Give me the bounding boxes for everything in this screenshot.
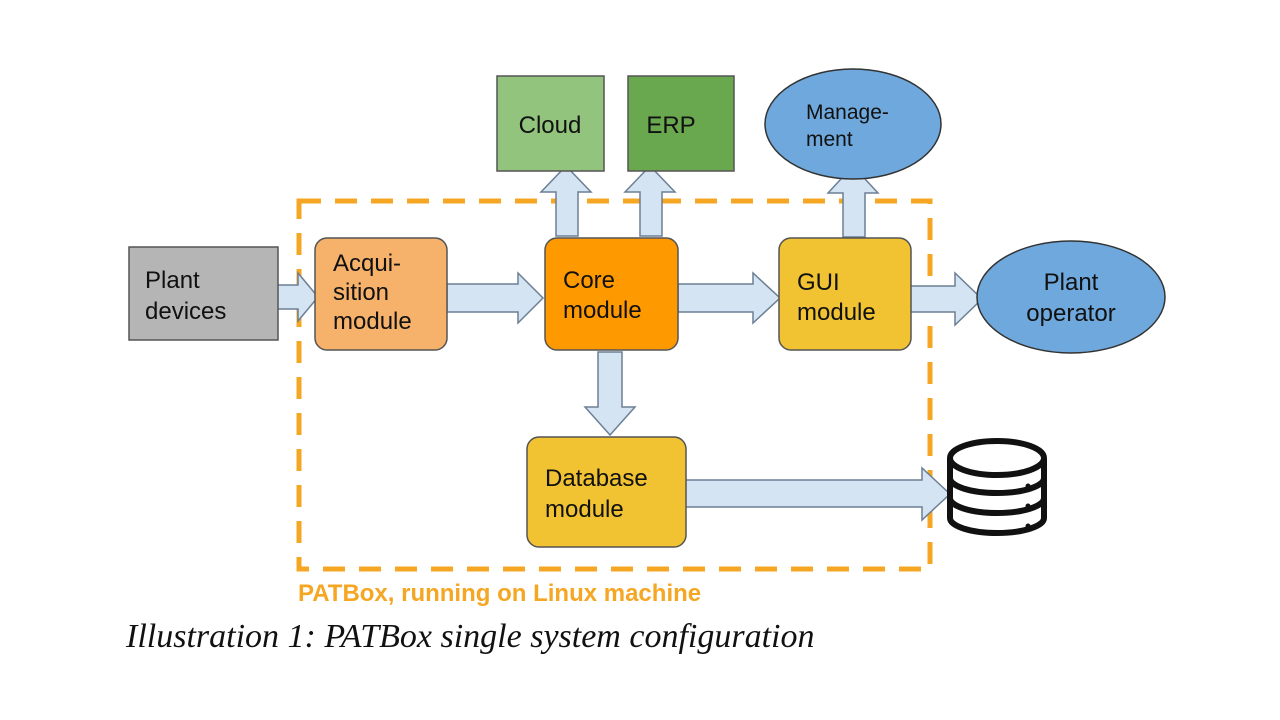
patbox-boundary: [296, 198, 933, 572]
boundary-label: PATBox, running on Linux machine: [298, 580, 702, 607]
management-ellipse: [764, 68, 942, 180]
arrow-gui-to-management: [826, 164, 880, 238]
label-line: Cloud: [519, 112, 582, 139]
core-module-box: [544, 237, 679, 351]
label-line: sition: [333, 279, 389, 306]
erp-box: [627, 75, 735, 172]
arrow-core-to-cloud: [539, 164, 593, 237]
label-line: Acqui-: [333, 250, 401, 277]
arrow-core-to-erp: [623, 164, 677, 237]
arrow-database-to-storage: [675, 466, 952, 522]
arrow-core-to-database: [583, 351, 637, 437]
core-module-label: Core module: [563, 267, 642, 324]
gui-module-label: GUI module: [797, 269, 876, 326]
plant-devices-box: [128, 246, 279, 341]
label-line: operator: [1026, 300, 1115, 327]
label-line: module: [545, 496, 624, 523]
gui-module-box: [778, 237, 912, 351]
acquisition-module-box: [314, 237, 448, 351]
label-line: module: [563, 297, 642, 324]
label-line: devices: [145, 298, 226, 325]
label-line: ment: [806, 128, 853, 151]
label-line: Manage-: [806, 101, 889, 124]
label-line: module: [797, 299, 876, 326]
label-line: Core: [563, 267, 615, 294]
cloud-box: [496, 75, 605, 172]
arrows: [269, 164, 984, 522]
management-label: Manage-ment: [806, 101, 889, 151]
plant-operator-ellipse: [976, 240, 1166, 354]
label-line: Plant: [145, 267, 200, 294]
arrow-acquisition-to-core: [446, 271, 545, 325]
database-cylinder-icon: [947, 438, 1047, 536]
erp-label: ERP: [646, 112, 695, 139]
label-line: Database: [545, 465, 648, 492]
database-module-box: [526, 436, 687, 548]
arrow-gui-to-operator: [905, 271, 984, 327]
arrow-core-to-gui: [677, 271, 782, 325]
database-module-label: Database module: [545, 465, 648, 523]
cloud-label: Cloud: [519, 112, 582, 139]
plant-devices-label: Plant devices: [145, 267, 226, 325]
label-line: GUI: [797, 269, 840, 296]
label-line: Plant: [1044, 269, 1099, 296]
plant-operator-label: Plant operator: [1026, 269, 1115, 327]
label-line: ERP: [646, 112, 695, 139]
figure-caption: Illustration 1: PATBox single system con…: [126, 618, 815, 655]
label-line: module: [333, 308, 412, 335]
